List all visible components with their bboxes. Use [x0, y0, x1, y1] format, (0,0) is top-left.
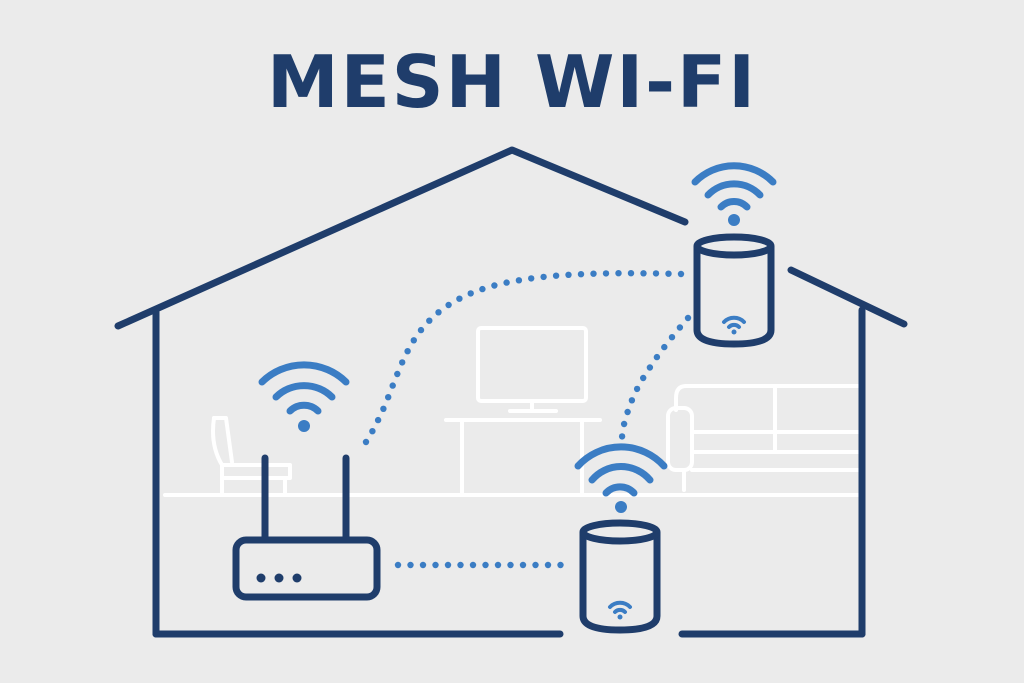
connection-dot — [369, 428, 376, 435]
connection-dot — [590, 270, 597, 277]
connection-dot — [399, 359, 406, 366]
house-outline — [114, 146, 908, 638]
router-icon — [232, 361, 381, 601]
connection-dot — [677, 270, 685, 278]
connection-dot — [633, 385, 641, 393]
connection-dot — [646, 364, 654, 371]
desk-icon — [444, 418, 602, 497]
top-node-to-bottom-node-connection — [618, 314, 692, 440]
connection-dot — [557, 561, 564, 569]
connection-dot — [457, 561, 464, 569]
connection-dot — [374, 416, 382, 424]
chair-icon — [211, 416, 292, 497]
connection-dot — [618, 433, 626, 440]
connection-dot — [540, 273, 547, 281]
mesh-node-icon-bottom — [574, 443, 668, 634]
connection-dot — [503, 279, 510, 286]
connection-dot — [507, 561, 514, 569]
wifi-icon — [258, 361, 350, 432]
connection-dot — [494, 561, 502, 569]
connection-dot — [419, 561, 427, 569]
connection-dot — [385, 394, 392, 401]
connection-dot — [479, 285, 486, 293]
node-wifi-icon-small — [608, 600, 632, 620]
connection-dot — [432, 561, 439, 569]
connection-dot — [528, 275, 535, 282]
top-node-to-router-connection — [362, 270, 685, 446]
connection-dot — [469, 561, 477, 569]
connection-dot — [652, 270, 660, 277]
wifi-icon — [574, 443, 668, 513]
node-wifi-icon-small — [722, 315, 746, 335]
wifi-icon — [691, 162, 777, 226]
connection-dot — [615, 270, 622, 277]
connection-dot — [627, 270, 635, 277]
connection-dot — [532, 561, 539, 569]
connection-dot — [407, 561, 414, 569]
mesh-node-icon-top — [691, 162, 777, 348]
connection-dot — [482, 561, 489, 569]
connection-dot — [389, 382, 396, 389]
connection-dot — [640, 270, 647, 277]
connection-dot — [640, 374, 647, 382]
connection-dot — [653, 353, 661, 361]
connection-dot — [665, 270, 672, 277]
router-to-node-connection — [394, 561, 564, 569]
connection-dot — [362, 438, 370, 446]
connection-dot — [544, 561, 552, 569]
connection-dot — [380, 405, 387, 412]
monitor-icon — [476, 326, 588, 413]
connection-dot — [404, 348, 411, 355]
connection-dot — [456, 295, 463, 302]
connection-dot — [668, 334, 676, 341]
connection-dot — [435, 309, 442, 316]
connection-dot — [661, 343, 668, 351]
connection-dot — [426, 317, 433, 324]
connection-dot — [676, 324, 684, 331]
diagram-title: MESH WI-FI — [266, 40, 758, 124]
connection-dot — [410, 337, 417, 344]
connection-dot — [445, 301, 452, 309]
connection-dot — [444, 561, 452, 569]
connection-lines — [362, 270, 692, 569]
connection-dot — [565, 271, 572, 278]
connection-dot — [624, 408, 631, 416]
connection-dot — [491, 282, 498, 289]
connection-dot — [515, 277, 523, 284]
connection-dot — [684, 314, 692, 322]
connection-dot — [394, 370, 401, 378]
connection-dot — [394, 561, 402, 569]
connection-dot — [552, 272, 560, 279]
sofa-icon — [666, 384, 860, 492]
furniture — [163, 326, 860, 497]
connection-dot — [620, 420, 628, 428]
connection-dot — [577, 271, 585, 278]
connection-dot — [602, 270, 610, 277]
connection-dot — [519, 561, 527, 569]
router-status-lights — [256, 573, 302, 583]
connection-dot — [628, 397, 636, 404]
connection-dot — [417, 326, 425, 334]
connection-dot — [467, 290, 474, 297]
